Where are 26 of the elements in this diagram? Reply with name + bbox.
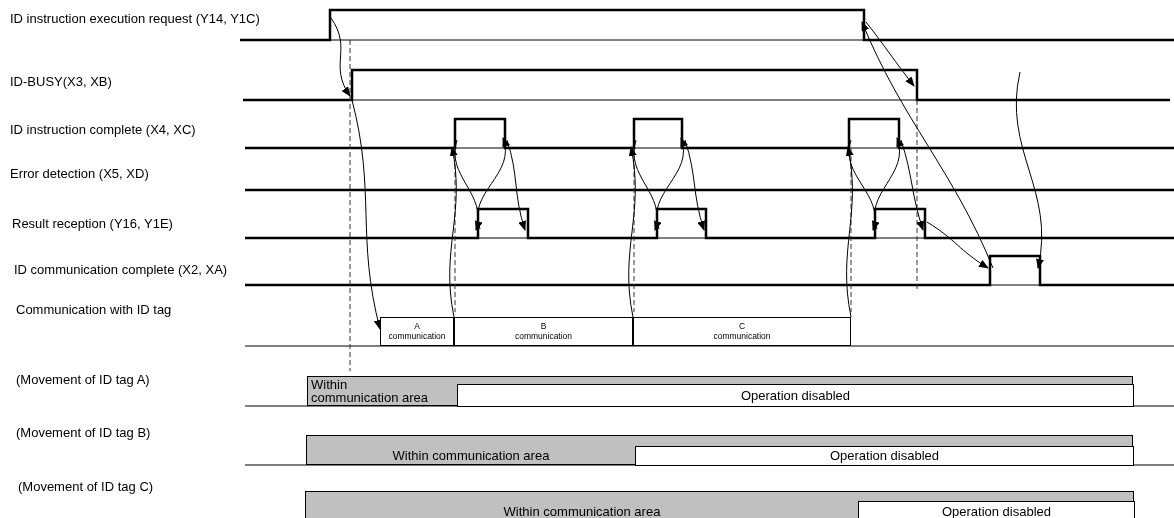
signal-name: ID communication complete (X2, XA) — [14, 262, 228, 277]
signal-name: Result reception (Y16, Y1E) — [12, 216, 173, 231]
signal-name: Communication with ID tag — [16, 302, 172, 317]
signal-name: ID instruction execution request (Y14, Y1C) — [10, 11, 260, 26]
signal-name: (Movement of ID tag A) — [16, 372, 150, 387]
status-box: Operation disabled — [635, 446, 1134, 466]
arrow — [845, 146, 854, 318]
signal-name: (Movement of ID tag B) — [16, 425, 151, 440]
communication-box: B communication — [454, 317, 633, 346]
status-bar — [306, 435, 1133, 465]
status-box: Operation disabled — [457, 384, 1134, 407]
status-text: Within communication area — [311, 378, 430, 404]
signal-name: ID instruction complete (X4, XC) — [10, 122, 196, 137]
arrow — [351, 99, 382, 330]
signal-name: (Movement of ID tag C) — [18, 479, 154, 494]
signal-name: ID-BUSY(X3, XB) — [10, 74, 112, 89]
communication-box: C communication — [633, 317, 851, 346]
status-text: Within communication area — [391, 449, 551, 462]
signal-name: Error detection (X5, XD) — [10, 166, 149, 181]
communication-box: A communication — [380, 317, 454, 346]
arrow — [628, 146, 637, 318]
status-bar — [305, 491, 1134, 518]
arrow — [449, 146, 458, 318]
status-box: Operation disabled — [858, 501, 1135, 518]
status-text: Within communication area — [502, 505, 662, 518]
status-bar — [307, 376, 1133, 406]
